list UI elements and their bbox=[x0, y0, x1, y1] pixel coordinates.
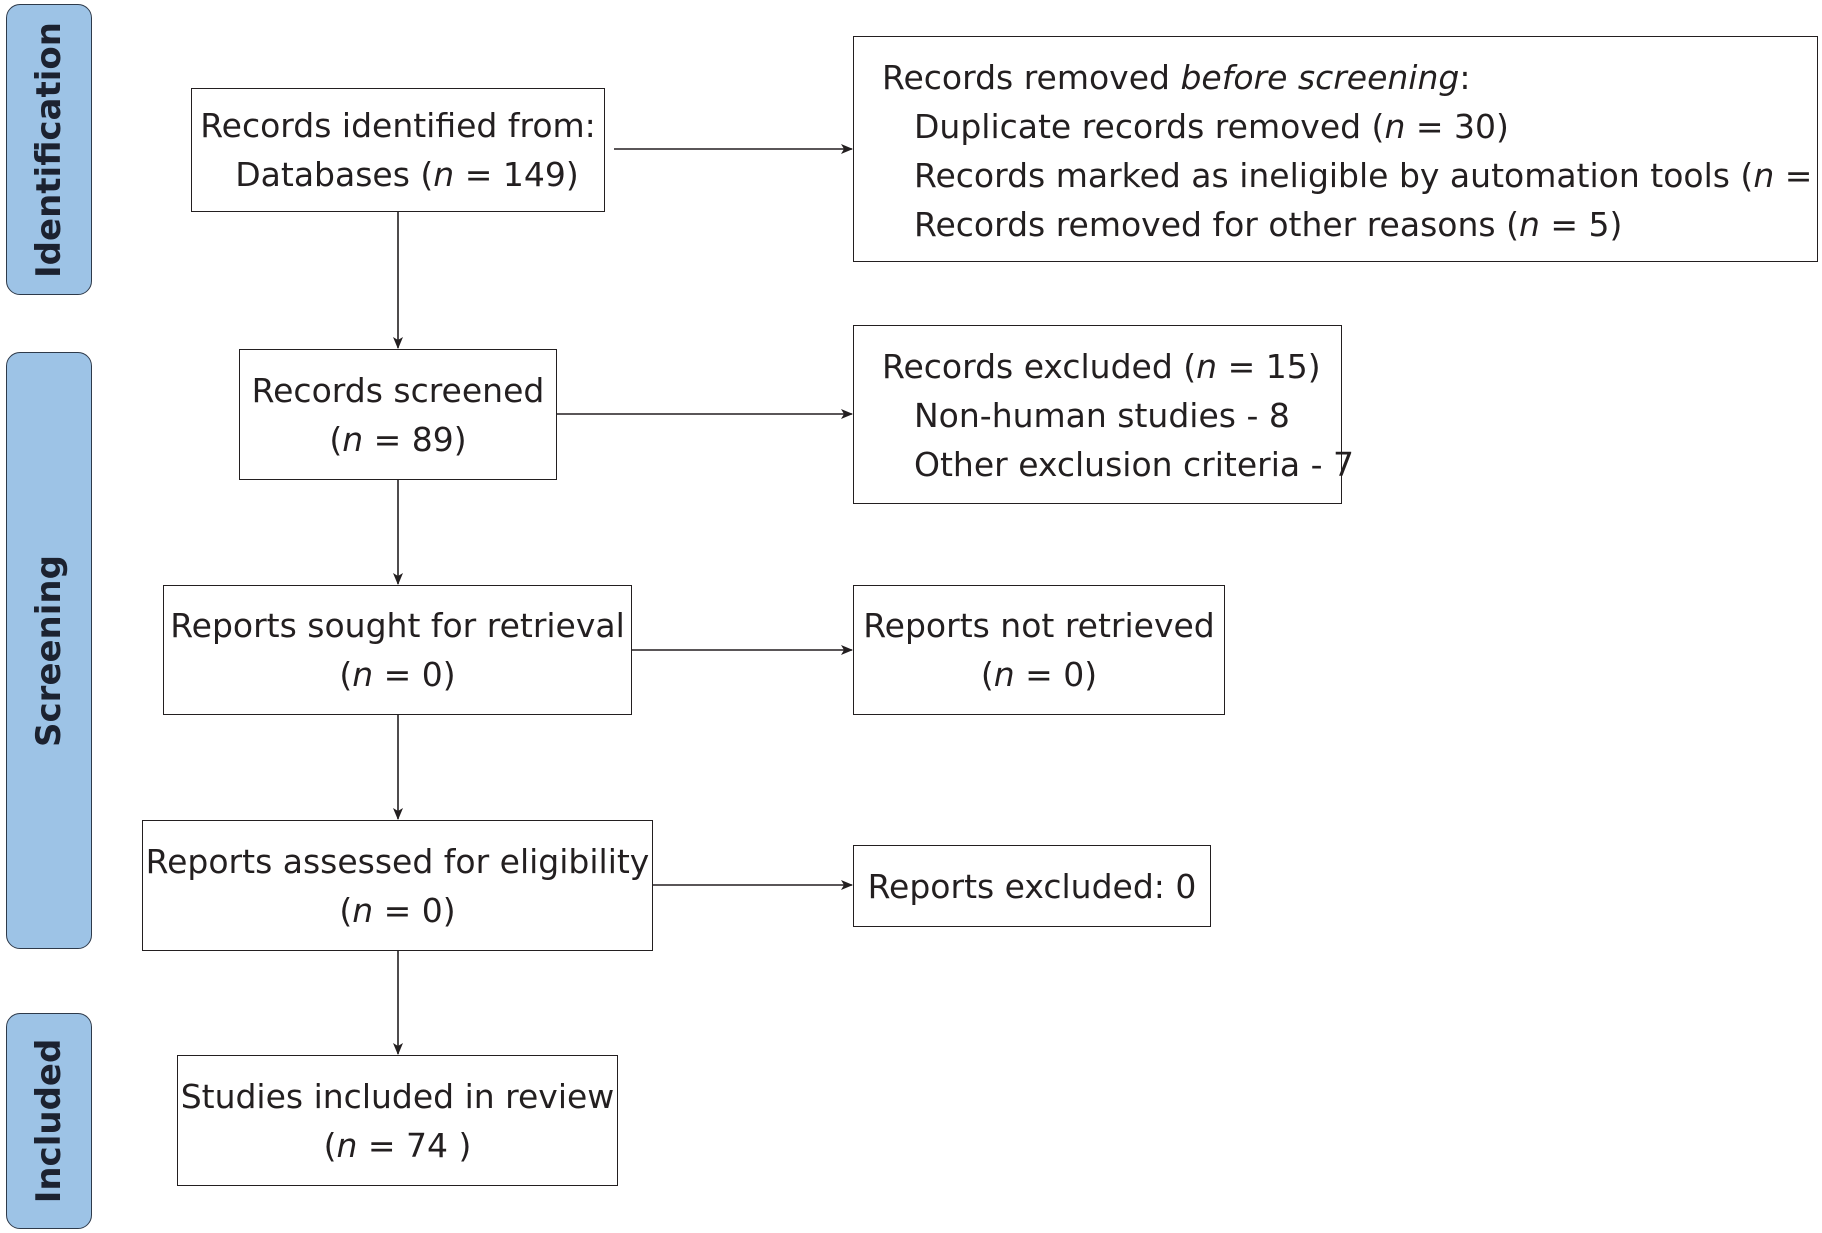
automation-ineligible-item: Records marked as ineligible by automati… bbox=[914, 156, 1822, 195]
records-excluded-title: Records excluded (n = 15) bbox=[882, 347, 1321, 386]
records-removed-box: Records removed before screening: Duplic… bbox=[853, 36, 1822, 262]
studies-included-box: Studies included in review (n = 74 ) bbox=[177, 1055, 618, 1186]
records-excluded-box: Records excluded (n = 15) Non-human stud… bbox=[853, 325, 1355, 504]
records-screened-box: Records screened (n = 89) bbox=[239, 349, 557, 480]
records-identified-label: Records identified from: bbox=[200, 106, 596, 145]
reports-sought-label: Reports sought for retrieval bbox=[170, 606, 625, 645]
reports-not-retrieved-box: Reports not retrieved (n = 0) bbox=[853, 585, 1225, 715]
phase-identification: Identification bbox=[6, 4, 92, 295]
reports-sought-count: (n = 0) bbox=[339, 655, 456, 694]
duplicate-records-item: Duplicate records removed (n = 30) bbox=[914, 107, 1509, 146]
reports-excluded-label: Reports excluded: 0 bbox=[867, 866, 1197, 906]
non-human-studies-item: Non-human studies - 8 bbox=[914, 396, 1290, 435]
records-screened-label: Records screened bbox=[251, 370, 545, 410]
records-screened-count: (n = 89) bbox=[329, 419, 467, 459]
records-removed-title: Records removed before screening: bbox=[882, 58, 1471, 97]
other-exclusion-item: Other exclusion criteria - 7 bbox=[914, 445, 1355, 484]
reports-not-retrieved-label: Reports not retrieved bbox=[863, 606, 1215, 645]
studies-included-count: (n = 74 ) bbox=[323, 1125, 472, 1165]
reports-excluded-box: Reports excluded: 0 bbox=[853, 845, 1211, 927]
records-identified-box: Records identified from: Databases (n = … bbox=[191, 88, 605, 212]
reports-assessed-box: Reports assessed for eligibility (n = 0) bbox=[142, 820, 653, 951]
phase-included: Included bbox=[6, 1013, 92, 1229]
other-reasons-item: Records removed for other reasons (n = 5… bbox=[914, 205, 1623, 244]
reports-not-retrieved-count: (n = 0) bbox=[980, 655, 1098, 694]
reports-assessed-count: (n = 0) bbox=[339, 890, 456, 930]
reports-assessed-label: Reports assessed for eligibility bbox=[145, 841, 650, 881]
phase-screening: Screening bbox=[6, 352, 92, 949]
studies-included-label: Studies included in review bbox=[180, 1076, 615, 1116]
databases-count: Databases (n = 149) bbox=[235, 155, 579, 194]
reports-sought-box: Reports sought for retrieval (n = 0) bbox=[163, 585, 632, 715]
